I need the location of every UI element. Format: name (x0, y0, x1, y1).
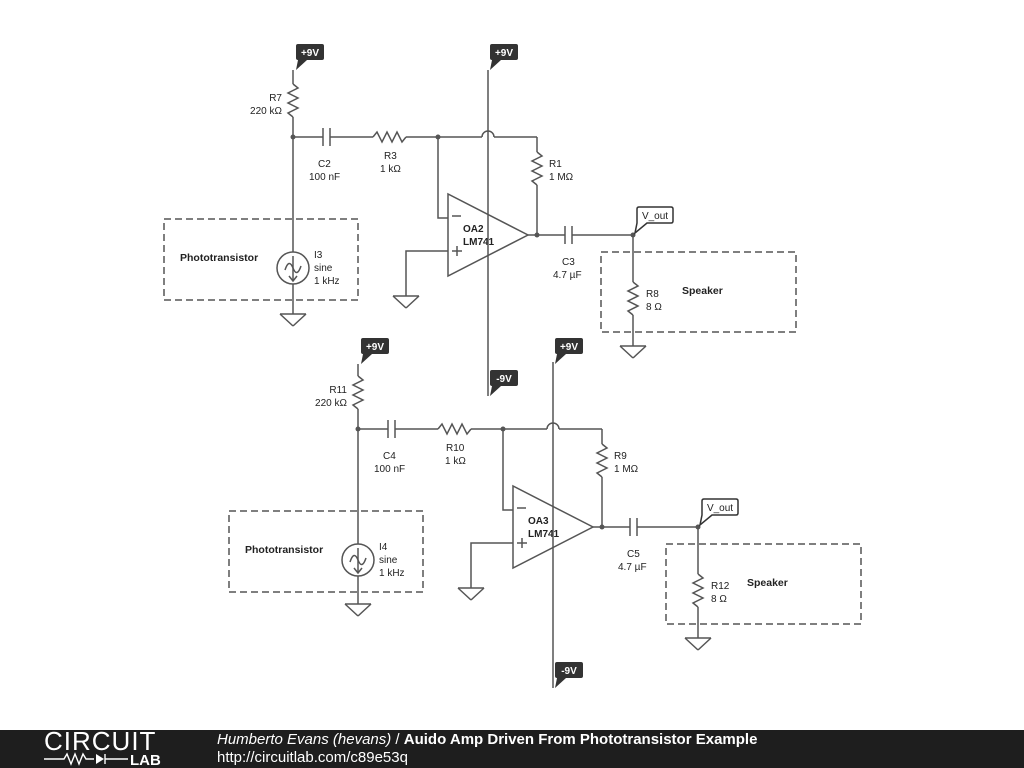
c4-name: C4 (383, 451, 396, 462)
c3-name: C3 (562, 257, 575, 268)
resistor-r12 (691, 573, 705, 608)
supply-label: +9V (366, 342, 384, 353)
r9-value: 1 MΩ (614, 464, 639, 475)
r7-name: R7 (269, 93, 282, 104)
capacitor-c5 (629, 518, 638, 536)
resistor-r9 (595, 443, 609, 478)
i4-wave: sine (379, 555, 398, 566)
c5-value: 4.7 µF (618, 562, 647, 573)
c2-value: 100 nF (309, 172, 340, 183)
supply-tag-r11: +9V (361, 338, 389, 364)
footer-bar: CIRCUIT LAB Humberto Evans (hevans) / Au… (0, 730, 1024, 768)
i3-freq: 1 kHz (314, 276, 340, 287)
output-label: V_out (642, 211, 668, 222)
output-tag-top: V_out (633, 206, 674, 235)
r10-value: 1 kΩ (445, 456, 466, 467)
resistor-r3 (372, 130, 407, 144)
speaker-box-bottom (665, 543, 862, 625)
oa2-model: LM741 (463, 237, 495, 248)
r3-value: 1 kΩ (380, 164, 401, 175)
c2-name: C2 (318, 159, 331, 170)
resistor-r7 (286, 83, 300, 118)
supply-label: +9V (495, 48, 513, 59)
phototransistor-label: Phototransistor (245, 544, 323, 556)
i3-wave: sine (314, 263, 333, 274)
r7-value: 220 kΩ (250, 106, 282, 117)
schematic-canvas: +9V R7 220 kΩ C2 100 nF R3 1 kΩ R1 1 MΩ … (163, 44, 862, 688)
speaker-label: Speaker (682, 285, 723, 297)
supply-label: +9V (301, 48, 319, 59)
logo-text-bottom: LAB (130, 752, 161, 768)
c5-name: C5 (627, 549, 640, 560)
r8-value: 8 Ω (646, 302, 662, 313)
circuit-bottom: +9V R11 220 kΩ C4 100 nF R10 1 kΩ R9 1 M… (228, 338, 862, 688)
circuit-url-link[interactable]: http://circuitlab.com/c89e53q (217, 749, 408, 766)
supply-label: -9V (496, 374, 512, 385)
supply-label: -9V (561, 666, 577, 677)
resistor-r10 (437, 422, 472, 436)
resistor-r11 (351, 375, 365, 410)
speaker-box-top (600, 251, 797, 333)
r8-name: R8 (646, 289, 659, 300)
capacitor-c4 (387, 420, 396, 438)
logo-text-top: CIRCUIT (44, 730, 156, 756)
resistor-r1 (530, 151, 544, 186)
ground-icon (392, 295, 420, 309)
circuit-title: Auido Amp Driven From Phototransistor Ex… (403, 731, 758, 748)
supply-tag-oa2-neg: -9V (490, 370, 518, 396)
resistor-r8 (626, 281, 640, 316)
supply-tag-oa2-pos: +9V (490, 44, 518, 70)
oa3-model: LM741 (528, 529, 560, 540)
supply-tag-oa3-pos: +9V (555, 338, 583, 364)
logo-diode-icon (96, 754, 104, 764)
i4-name: I4 (379, 542, 388, 553)
output-label: V_out (707, 503, 733, 514)
oa2-name: OA2 (463, 224, 484, 235)
ground-icon (344, 603, 372, 617)
r12-name: R12 (711, 581, 730, 592)
oa3-name: OA3 (528, 516, 549, 527)
r10-name: R10 (446, 443, 465, 454)
circuitlab-logo[interactable]: CIRCUIT LAB (36, 730, 196, 768)
r9-name: R9 (614, 451, 627, 462)
author-link[interactable]: Humberto Evans (hevans) (217, 731, 392, 748)
c3-value: 4.7 µF (553, 270, 582, 281)
c4-value: 100 nF (374, 464, 405, 475)
r1-name: R1 (549, 159, 562, 170)
credit-separator: / (395, 731, 400, 748)
capacitor-c2 (322, 128, 331, 146)
output-tag-bottom: V_out (698, 498, 739, 527)
supply-label: +9V (560, 342, 578, 353)
ground-icon (457, 587, 485, 601)
r11-value: 220 kΩ (315, 398, 347, 409)
logo-resistor-icon (44, 752, 94, 766)
r11-name: R11 (329, 385, 347, 396)
credit-line: Humberto Evans (hevans) / Auido Amp Driv… (217, 731, 757, 749)
i3-name: I3 (314, 250, 323, 261)
supply-tag-r7: +9V (296, 44, 324, 70)
ground-icon (684, 637, 712, 651)
r1-value: 1 MΩ (549, 172, 574, 183)
speaker-label: Speaker (747, 577, 788, 589)
ground-icon (619, 345, 647, 359)
phototransistor-label: Phototransistor (180, 252, 258, 264)
phototransistor-box-top (163, 218, 359, 301)
capacitor-c3 (564, 226, 573, 244)
r3-name: R3 (384, 151, 397, 162)
circuit-top: +9V R7 220 kΩ C2 100 nF R3 1 kΩ R1 1 MΩ … (163, 44, 797, 396)
phototransistor-box-bottom (228, 510, 424, 593)
r12-value: 8 Ω (711, 594, 727, 605)
i4-freq: 1 kHz (379, 568, 405, 579)
supply-tag-oa3-neg: -9V (555, 662, 583, 688)
ground-icon (279, 313, 307, 327)
